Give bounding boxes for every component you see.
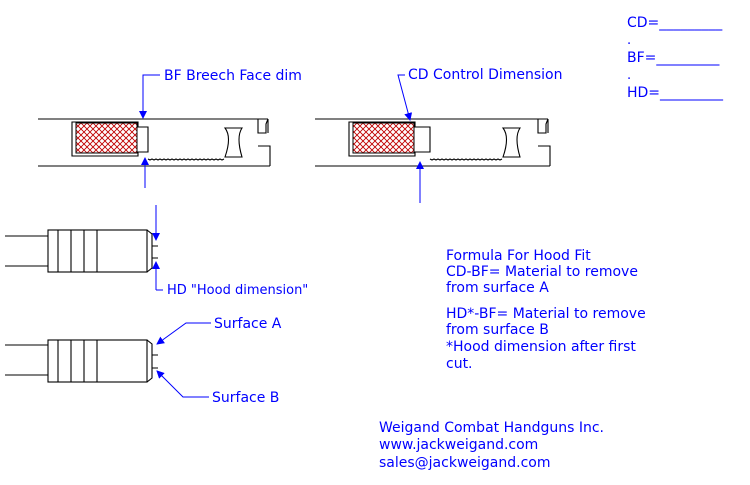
- company-email: sales@jackweigand.com: [379, 455, 550, 471]
- hd-leader: [152, 205, 163, 291]
- cd-label: CD Control Dimension: [408, 67, 562, 83]
- cd-field: CD=_________: [627, 15, 723, 31]
- barrel-hood-top: [5, 229, 158, 273]
- barrel-hood-bottom: [5, 339, 158, 383]
- formula-line5: *Hood dimension after first: [446, 339, 636, 355]
- company-name: Weigand Combat Handguns Inc.: [379, 420, 604, 436]
- cd-dot: .: [627, 33, 631, 48]
- formula-line2: from surface A: [446, 280, 549, 296]
- company-website: www.jackweigand.com: [379, 437, 538, 453]
- breech-hatch-right: [352, 122, 415, 154]
- surface-leaders: [156, 322, 211, 398]
- hd-label: HD "Hood dimension": [167, 283, 308, 298]
- hd-field: HD=_________: [627, 85, 724, 101]
- cd-leader: [397, 74, 424, 203]
- surface-a-label: Surface A: [214, 316, 282, 332]
- formula-line3: HD*-BF= Material to remove: [446, 306, 646, 322]
- slide-left: [38, 118, 271, 167]
- formula-title: Formula For Hood Fit: [446, 248, 591, 264]
- bf-field: BF=_________: [627, 50, 720, 66]
- formula-line4: from surface B: [446, 322, 549, 338]
- bf-label: BF Breech Face dim: [164, 68, 302, 84]
- breech-hatch-left: [75, 122, 138, 154]
- slide-right: [315, 118, 551, 167]
- bf-leader: [139, 74, 160, 188]
- formula-line1: CD-BF= Material to remove: [446, 264, 638, 280]
- surface-b-label: Surface B: [212, 390, 279, 406]
- bf-dot: .: [627, 68, 631, 83]
- formula-line6: cut.: [446, 356, 473, 372]
